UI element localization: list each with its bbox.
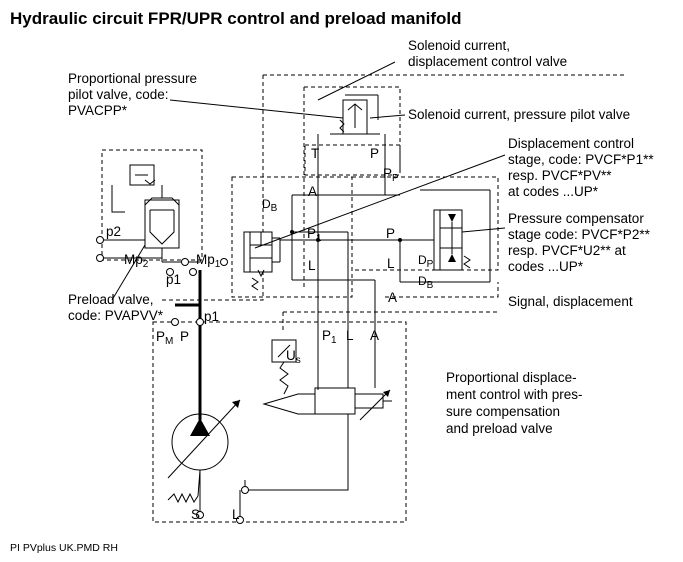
callout-comp-stage-4: codes ...UP*	[508, 259, 584, 274]
callout-signal: Signal, displacement	[508, 294, 633, 309]
description-line-1: Proportional displace-	[446, 370, 577, 385]
description-line-4: and preload valve	[446, 421, 553, 436]
preload-valve-symbol	[111, 164, 180, 249]
callout-disp-stage-3: resp. PVCF*PV**	[508, 168, 612, 183]
port-l-left: L	[308, 258, 316, 273]
port-mp1: Mp1	[196, 252, 221, 270]
callout-solenoid-press: Solenoid current, pressure pilot valve	[408, 107, 630, 122]
diagram-title: Hydraulic circuit FPR/UPR control and pr…	[10, 9, 462, 28]
port-p1-a: p1	[166, 272, 181, 287]
callout-disp-stage-2: stage, code: PVCF*P1**	[508, 152, 654, 167]
dashed-boundaries	[101, 74, 625, 523]
hydraulic-lines	[100, 61, 506, 520]
pressure-compensator-stage-symbol	[433, 209, 471, 271]
port-p1-b: p1	[204, 309, 219, 324]
port-l-pump: L	[346, 328, 354, 343]
pressure-pilot-valve-symbol	[330, 94, 380, 135]
callout-pilot-2: pilot valve, code:	[68, 87, 169, 102]
callout-comp-stage-1: Pressure compensator	[508, 211, 644, 226]
port-pp: PP	[383, 166, 399, 184]
displacement-control-stage-symbol	[243, 231, 280, 291]
description-line-3: sure compensation	[446, 404, 560, 419]
port-mp2: Mp2	[124, 252, 149, 270]
label-db-left: DB	[262, 197, 278, 214]
callout-comp-stage-2: stage code: PVCF*P2**	[508, 227, 651, 242]
label-dp: DP	[418, 253, 434, 270]
port-p-pump: P	[180, 329, 189, 344]
description-line-2: ment control with pres-	[446, 387, 583, 402]
callout-preload-2: code: PVAPVV*	[68, 308, 164, 323]
port-p-top: P	[370, 146, 379, 161]
callout-pilot-1: Proportional pressure	[68, 71, 197, 86]
callout-pilot-3: PVACPP*	[68, 103, 128, 118]
gauge-points	[96, 230, 402, 524]
port-p2: p2	[106, 224, 121, 239]
callout-disp-stage-1: Displacement control	[508, 136, 634, 151]
port-a-top: A	[308, 184, 317, 199]
port-l-right: L	[387, 256, 395, 271]
port-p1-left: P1	[307, 226, 322, 244]
port-a-bottom: A	[388, 290, 397, 305]
callout-preload-1: Preload valve,	[68, 292, 154, 307]
callout-solenoid-disp-1: Solenoid current,	[408, 38, 510, 53]
port-s: S	[191, 507, 200, 522]
callout-solenoid-disp-2: displacement control valve	[408, 54, 567, 69]
port-p1-pump: P1	[322, 328, 337, 346]
footer-file-reference: PI PVplus UK.PMD RH	[10, 542, 118, 554]
port-p-right: P	[386, 226, 395, 241]
callout-disp-stage-4: at codes ...UP*	[508, 184, 599, 199]
port-a-pump: A	[370, 328, 379, 343]
callout-comp-stage-3: resp. PVCF*U2** at	[508, 243, 626, 258]
port-pm: PM	[156, 329, 173, 347]
label-us: Us	[286, 348, 301, 366]
port-t: T	[311, 146, 319, 161]
port-l-bottom: L	[232, 507, 240, 522]
pump-symbol	[167, 399, 241, 504]
label-db-right: DB	[418, 274, 434, 291]
displacement-actuator-symbol	[262, 339, 392, 421]
